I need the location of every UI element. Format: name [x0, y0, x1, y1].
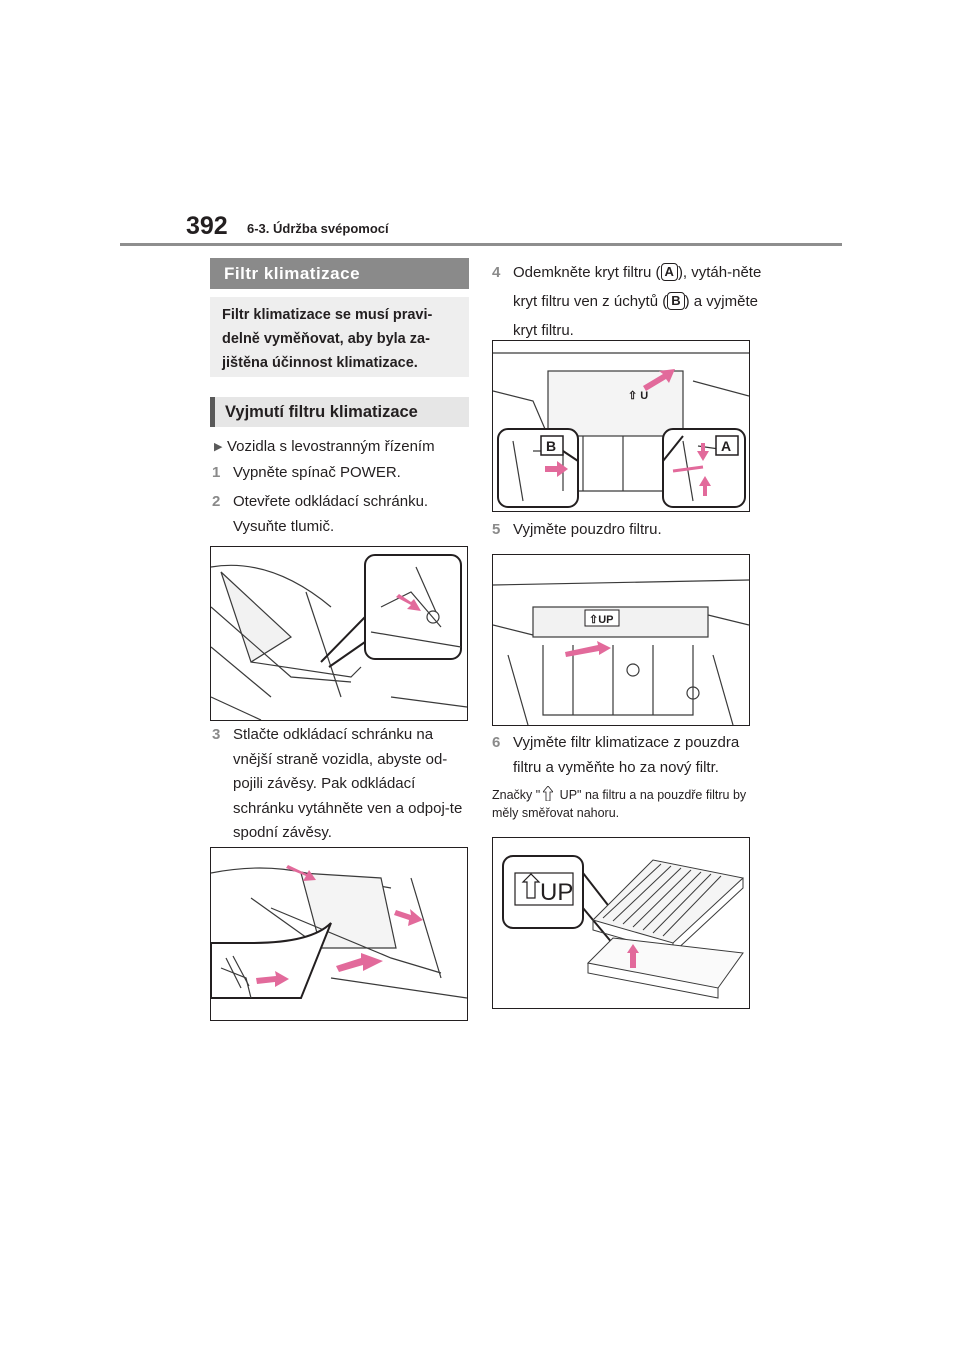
step-text-part: Odemkněte kryt filtru ( — [513, 264, 661, 281]
section-title: Filtr klimatizace — [210, 258, 469, 289]
section-intro: Filtr klimatizace se musí pravi-delně vy… — [210, 297, 469, 377]
step-5: 5 Vyjměte pouzdro filtru. — [492, 518, 762, 543]
step-4: 4 Odemkněte kryt filtru (A), vytáh-něte … — [492, 258, 762, 345]
up-marking: ⇧ U — [628, 390, 648, 402]
step-number: 5 — [492, 521, 501, 538]
header-rule — [120, 243, 842, 246]
callout-label-b: B — [667, 292, 685, 310]
up-marking-large: UP — [540, 879, 573, 906]
figure-new-filter: UP — [492, 837, 750, 1009]
figure-open-glovebox — [210, 546, 468, 721]
callout-b: B — [546, 438, 556, 454]
figure-remove-glovebox — [210, 847, 468, 1021]
callout-a: A — [721, 438, 731, 454]
step-text: Vyjměte filtr klimatizace z pouzdra filt… — [513, 734, 740, 776]
step-1: 1 Vypněte spínač POWER. — [212, 461, 472, 486]
triangle-bullet-icon: ▶ — [214, 441, 223, 453]
step-text: Vyjměte pouzdro filtru. — [513, 521, 662, 538]
page-number: 392 — [186, 212, 228, 240]
step-number: 3 — [212, 726, 221, 743]
figure-filter-housing: ⇧UP — [492, 554, 750, 726]
step-number: 4 — [492, 264, 501, 281]
step-text-part: ) a vyjměte kryt filtru. — [513, 293, 758, 339]
step-3: 3 Stlačte odkládací schránku na vnější s… — [212, 723, 472, 846]
note-text-after: UP" na filtru a na pouzdře filtru by měl… — [492, 788, 747, 820]
step-text: Vypněte spínač POWER. — [233, 464, 401, 481]
step-number: 2 — [212, 493, 221, 510]
callout-label-a: A — [660, 263, 678, 281]
subsection-title: Vyjmutí filtru klimatizace — [210, 397, 469, 427]
step-text-part: ), vytáh-něte kryt filtru ven z úchytů ( — [513, 264, 762, 310]
step-2: 2 Otevřete odkládací schránku. Vysuňte t… — [212, 490, 467, 539]
up-marking: ⇧UP — [589, 614, 614, 626]
figure-filter-cover: ⇧ U B A — [492, 340, 750, 512]
note-text-before: Značky " — [492, 788, 541, 802]
step-number: 1 — [212, 464, 221, 481]
up-arrow-icon — [543, 786, 554, 801]
orientation-note: Značky " UP" na filtru a na pouzdře filt… — [492, 786, 762, 822]
step-text: Otevřete odkládací schránku. Vysuňte tlu… — [233, 493, 429, 535]
step-6: 6 Vyjměte filtr klimatizace z pouzdra fi… — [492, 731, 762, 780]
chapter-title: 6-3. Údržba svépomocí — [247, 221, 389, 236]
step-number: 6 — [492, 734, 501, 751]
step-text: Stlačte odkládací schránku na vnější str… — [233, 726, 463, 841]
vehicle-condition: ▶ Vozidla s levostranným řízením — [212, 436, 472, 458]
condition-text: Vozidla s levostranným řízením — [227, 438, 435, 455]
